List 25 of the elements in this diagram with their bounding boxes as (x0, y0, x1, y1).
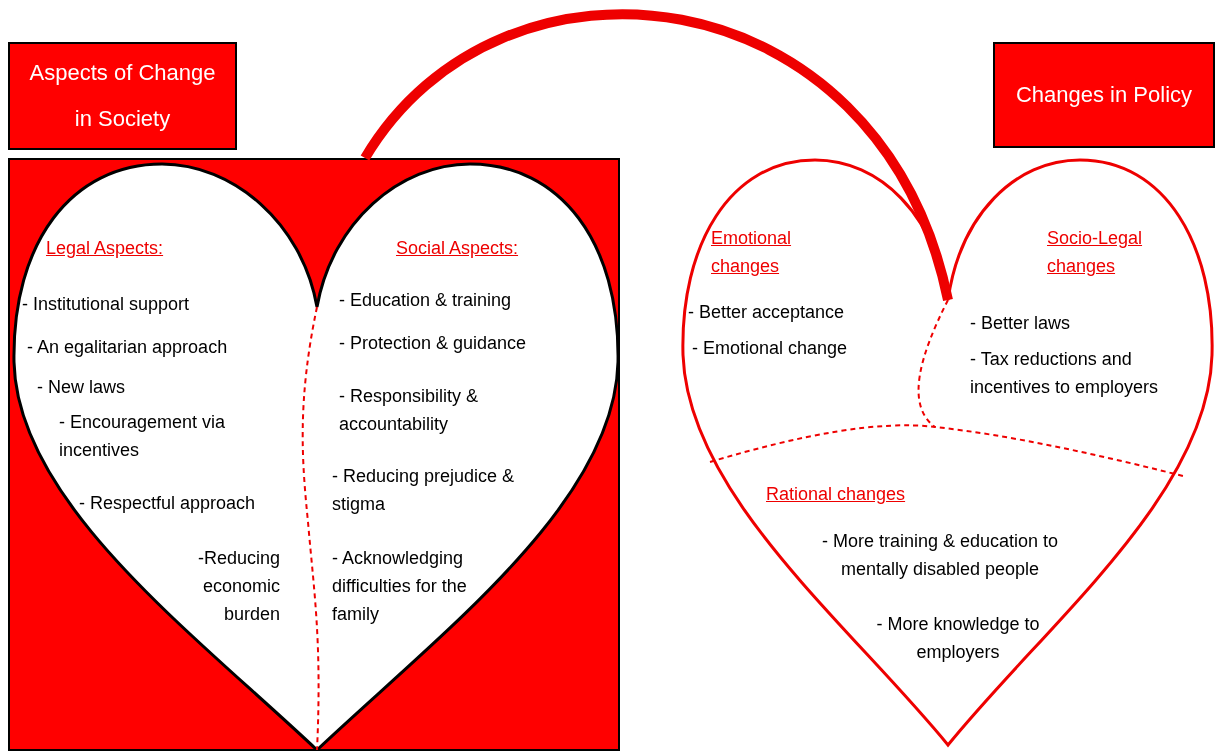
title-box: Changes in Policy (993, 42, 1215, 148)
section-heading: Socio-Legal changes (1047, 227, 1144, 278)
list-item: - An egalitarian approach (27, 336, 228, 359)
list-item: - Respectful approach (79, 492, 256, 515)
list-item: - Emotional change (692, 337, 848, 360)
list-item: - Tax reductions and incentives to employers (970, 348, 1160, 399)
list-item: - Protection & guidance (339, 332, 527, 355)
list-item: - More training & education to mentally disabled people (820, 530, 1060, 581)
section-heading: Social Aspects: (396, 237, 519, 260)
section-heading: Legal Aspects: (46, 237, 164, 260)
list-item: - Better acceptance (688, 301, 845, 324)
list-item: - Responsibility & accountability (339, 385, 480, 436)
list-item: - Education & training (339, 289, 512, 312)
list-item: - Better laws (970, 312, 1071, 335)
list-item: - Reducing prejudice & stigma (332, 465, 516, 516)
curved-connector (361, 9, 953, 302)
title-box: Aspects of Change in Society (8, 42, 237, 150)
list-item: - Encouragement via incentives (59, 411, 227, 462)
list-item: -Reducing economic burden (196, 547, 280, 626)
list-item: - Institutional support (22, 293, 190, 316)
section-heading: Rational changes (766, 483, 906, 506)
section-heading: Emotional changes (711, 227, 793, 278)
list-item: - Acknowledging difficulties for the family (332, 547, 468, 626)
list-item: - More knowledge to employers (875, 613, 1041, 664)
list-item: - New laws (37, 376, 125, 399)
